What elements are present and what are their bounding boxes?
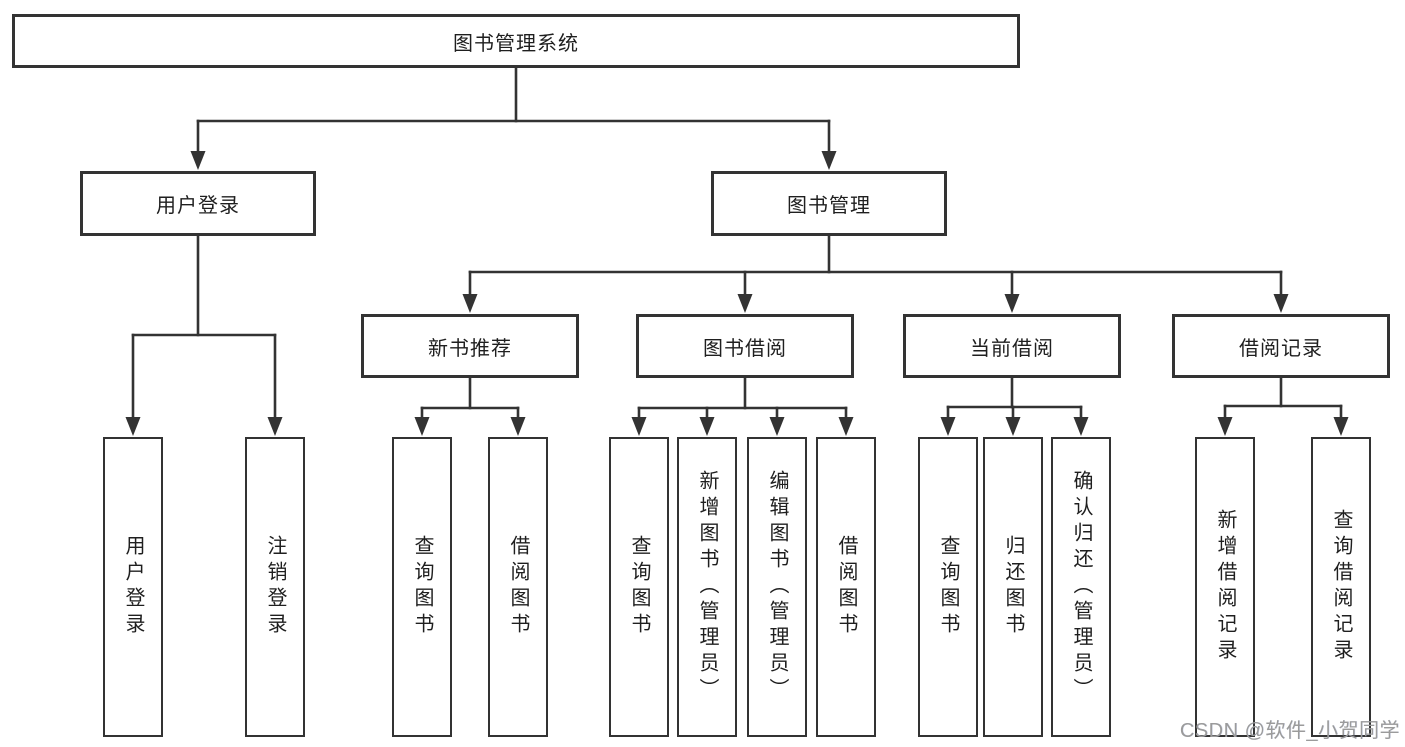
leaf-borrow-books-recommend: 借阅图书 xyxy=(488,437,548,737)
leaf-query-borrow-record: 查询借阅记录 xyxy=(1311,437,1371,737)
node-book-management: 图书管理 xyxy=(711,171,947,236)
leaf-return-books: 归还图书 xyxy=(983,437,1043,737)
leaf-add-books-admin: 新增图书（管理员） xyxy=(677,437,737,737)
node-book-borrowing: 图书借阅 xyxy=(636,314,854,378)
leaf-confirm-return-admin: 确认归还（管理员） xyxy=(1051,437,1111,737)
node-new-book-recommend: 新书推荐 xyxy=(361,314,579,378)
leaf-user-login: 用户登录 xyxy=(103,437,163,737)
node-current-borrowing: 当前借阅 xyxy=(903,314,1121,378)
leaf-query-books-current: 查询图书 xyxy=(918,437,978,737)
leaf-edit-books-admin: 编辑图书（管理员） xyxy=(747,437,807,737)
leaf-query-books-borrowing: 查询图书 xyxy=(609,437,669,737)
leaf-borrow-books: 借阅图书 xyxy=(816,437,876,737)
csdn-watermark: CSDN @软件_小贺同学 xyxy=(1179,720,1400,742)
leaf-add-borrow-record: 新增借阅记录 xyxy=(1195,437,1255,737)
leaf-query-books-recommend: 查询图书 xyxy=(392,437,452,737)
leaf-logout: 注销登录 xyxy=(245,437,305,737)
node-user-login: 用户登录 xyxy=(80,171,316,236)
node-borrowing-records: 借阅记录 xyxy=(1172,314,1390,378)
node-root-library-system: 图书管理系统 xyxy=(12,14,1020,68)
